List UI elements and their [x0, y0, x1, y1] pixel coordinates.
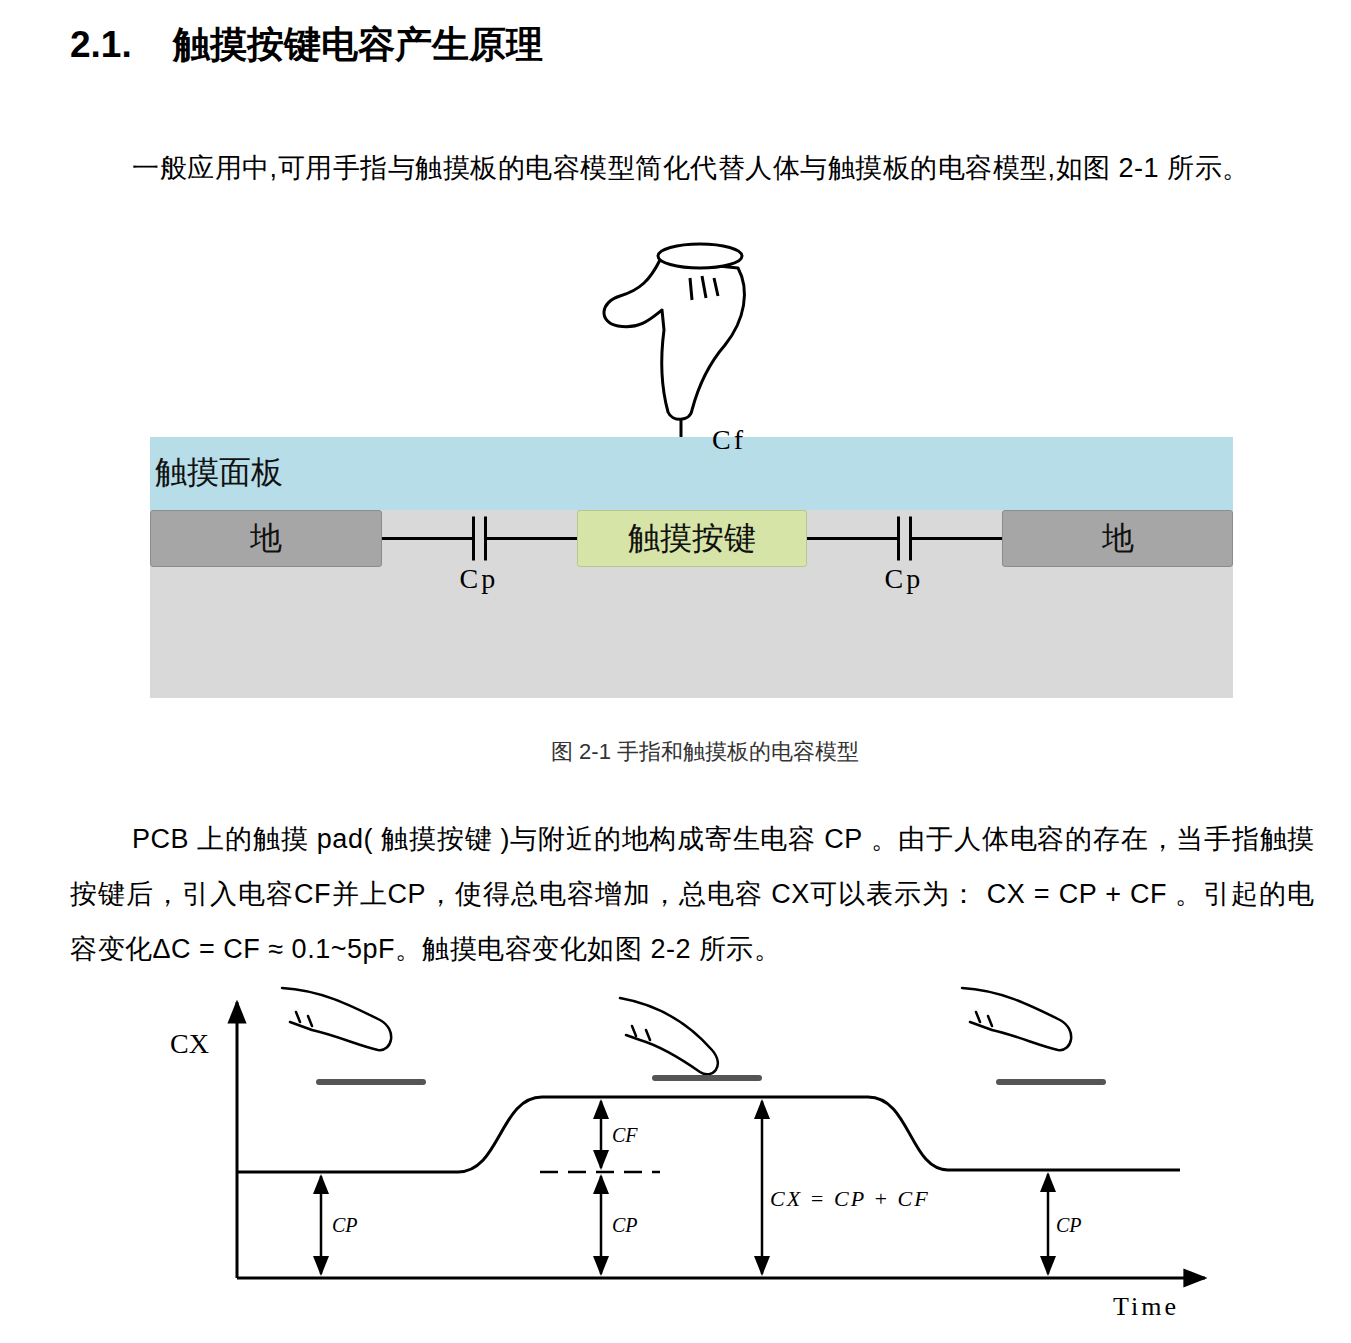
body-paragraph: 一般应用中,可用手指与触摸板的电容模型简化代替人体与触摸板的电容模型,如图 2-… [70, 142, 1315, 195]
chart-label: CX [170, 1028, 209, 1060]
capacitor-wire [807, 517, 1002, 561]
chart-label: Time [1113, 1292, 1179, 1322]
ground-box: 地 [150, 510, 382, 567]
capacitor-label: Cp [885, 563, 924, 595]
section-heading: 2.1. 触摸按键电容产生原理 [70, 20, 543, 70]
node-label: 地 [250, 517, 282, 561]
node-label: 触摸按键 [628, 517, 756, 561]
node-label: 触摸面板 [155, 451, 283, 495]
chart-label: Cf [712, 424, 746, 456]
capacitor-label: Cp [460, 563, 499, 595]
capacitor-wire [382, 517, 577, 561]
panel-band: 触摸面板 [150, 437, 1233, 510]
body-paragraph: PCB 上的触摸 pad( 触摸按键 )与附近的地构成寄生电容 CP 。由于人体… [70, 812, 1315, 977]
figure-caption: 图 2-1 手指和触摸板的电容模型 [551, 737, 859, 767]
chart-label: CP [1056, 1214, 1082, 1237]
chart-label: CF [612, 1124, 638, 1147]
chart-label: CP [612, 1214, 638, 1237]
ground-box: 地 [1002, 510, 1233, 567]
chart-label: CP [332, 1214, 358, 1237]
node-label: 地 [1102, 517, 1134, 561]
chart-label: CX = CP + CF [770, 1186, 930, 1212]
touch-key: 触摸按键 [577, 510, 807, 567]
